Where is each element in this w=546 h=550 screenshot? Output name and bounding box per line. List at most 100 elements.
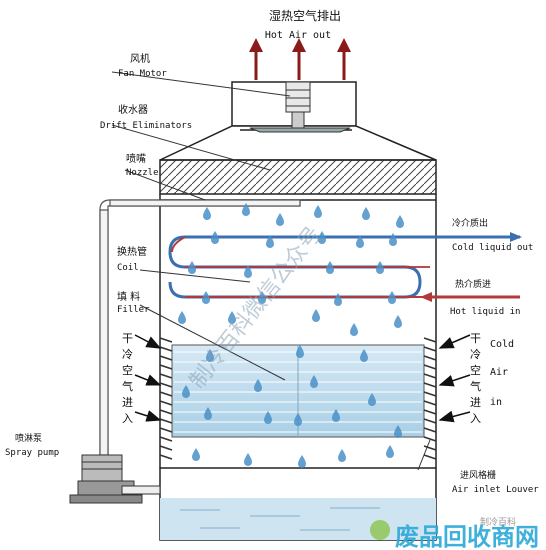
air-right-en-1: Cold bbox=[490, 339, 514, 350]
water-drop bbox=[182, 385, 190, 398]
air-right-en-3: in bbox=[490, 397, 502, 408]
louver-label-cn: 进风格栅 bbox=[460, 469, 496, 481]
air-in-right-text: 干 冷 空 气 进 入 Cold Air in bbox=[470, 332, 514, 425]
water-drop bbox=[242, 203, 250, 216]
air-inlet-louvers bbox=[159, 337, 437, 460]
louver-blade bbox=[159, 337, 173, 343]
water-drop bbox=[362, 207, 370, 220]
water-drop bbox=[338, 449, 346, 462]
water-drop bbox=[318, 231, 326, 244]
fan-label-en: Fan Motor bbox=[118, 69, 167, 79]
air-right-char-2: 空 bbox=[470, 363, 481, 377]
air-right-char-4: 进 bbox=[470, 396, 481, 409]
filler-label-cn: 填 料 bbox=[117, 290, 140, 303]
louver-blade bbox=[159, 436, 173, 442]
louver-blade bbox=[159, 400, 173, 406]
louver-blade bbox=[423, 445, 437, 451]
footer-watermark-text: 废品回收商网 bbox=[395, 523, 539, 550]
water-drop bbox=[388, 291, 396, 304]
spray-pump bbox=[69, 454, 161, 504]
water-drop bbox=[264, 411, 272, 424]
air-right-char-5: 入 bbox=[470, 412, 481, 425]
water-drop bbox=[188, 261, 196, 274]
footer-small-text: 制冷百科 bbox=[480, 516, 516, 528]
air-inlet-arrows bbox=[134, 334, 471, 423]
water-drop bbox=[368, 393, 376, 406]
air-left-char-1: 冷 bbox=[122, 348, 133, 361]
water-drop bbox=[314, 205, 322, 218]
louver-blade bbox=[159, 445, 173, 451]
air-right-en-2: Air bbox=[490, 367, 508, 378]
air-right-char-1: 冷 bbox=[470, 348, 481, 361]
air-left-char-4: 进 bbox=[122, 396, 133, 409]
water-drop bbox=[244, 453, 252, 466]
air-left-char-2: 空 bbox=[122, 363, 133, 377]
louver-blade bbox=[423, 418, 437, 424]
louver-blade bbox=[423, 355, 437, 361]
fan-motor bbox=[249, 81, 351, 133]
louver-blade bbox=[423, 346, 437, 352]
water-drop bbox=[258, 291, 266, 304]
water-drop bbox=[326, 261, 334, 274]
water-droplets bbox=[178, 203, 404, 468]
nozzle-label-en: Nozzle bbox=[126, 168, 159, 178]
air-left-char-3: 气 bbox=[122, 379, 133, 393]
louver-blade bbox=[159, 346, 173, 352]
water-drop bbox=[204, 407, 212, 420]
water-drop bbox=[266, 235, 274, 248]
hot-in-cn: 热介质进 bbox=[455, 278, 491, 290]
fan-label-cn: 风机 bbox=[130, 52, 150, 65]
water-drop bbox=[356, 235, 364, 248]
footer-watermark: 制冷百科 废品回收商网 bbox=[370, 516, 539, 550]
water-drop bbox=[192, 448, 200, 461]
louver-blade bbox=[423, 436, 437, 442]
water-drop bbox=[376, 261, 384, 274]
cold-out-en: Cold liquid out bbox=[452, 243, 533, 253]
water-drop bbox=[396, 215, 404, 228]
water-drop bbox=[296, 345, 304, 358]
louver-blade bbox=[159, 382, 173, 388]
air-left-char-5: 入 bbox=[122, 412, 133, 425]
louver-blade bbox=[423, 454, 437, 460]
louver-blade bbox=[159, 373, 173, 379]
water-drop bbox=[394, 315, 402, 328]
water-drop bbox=[310, 375, 318, 388]
water-drop bbox=[206, 349, 214, 362]
louver-blade bbox=[159, 454, 173, 460]
water-drop bbox=[386, 445, 394, 458]
water-drop bbox=[211, 231, 219, 244]
water-drop bbox=[350, 323, 358, 336]
pump-label-en: Spray pump bbox=[5, 448, 59, 458]
water-drop bbox=[298, 455, 306, 468]
drift-label-en: Drift Eliminators bbox=[100, 121, 192, 131]
water-drop bbox=[228, 311, 236, 324]
hot-air-out-arrows bbox=[249, 38, 351, 80]
hot-in-en: Hot liquid in bbox=[450, 307, 520, 317]
louver-blade bbox=[159, 409, 173, 415]
pump-label-cn: 喷淋泵 bbox=[15, 432, 42, 444]
louver-blade bbox=[159, 427, 173, 433]
water-drop bbox=[254, 379, 262, 392]
heat-exchange-coil bbox=[168, 235, 440, 299]
water-drop bbox=[312, 309, 320, 322]
louver-blade bbox=[159, 418, 173, 424]
louver-blade bbox=[423, 400, 437, 406]
louver-blade bbox=[159, 355, 173, 361]
outlet-cn: 湿热空气排出 bbox=[269, 8, 341, 23]
air-right-char-0: 干 bbox=[470, 332, 481, 345]
filler-label-en: Filler bbox=[117, 305, 150, 315]
water-drop bbox=[202, 291, 210, 304]
louver-blade bbox=[423, 427, 437, 433]
water-drop bbox=[178, 311, 186, 324]
drift-label-cn: 收水器 bbox=[118, 103, 148, 116]
louver-blade bbox=[423, 364, 437, 370]
water-drop bbox=[294, 413, 302, 426]
louver-blade bbox=[423, 409, 437, 415]
water-drop bbox=[360, 349, 368, 362]
air-left-char-0: 干 bbox=[122, 332, 133, 345]
water-basin bbox=[159, 467, 437, 541]
water-drop bbox=[276, 213, 284, 226]
coil-label-cn: 换热管 bbox=[117, 245, 147, 258]
water-drop bbox=[203, 207, 211, 220]
